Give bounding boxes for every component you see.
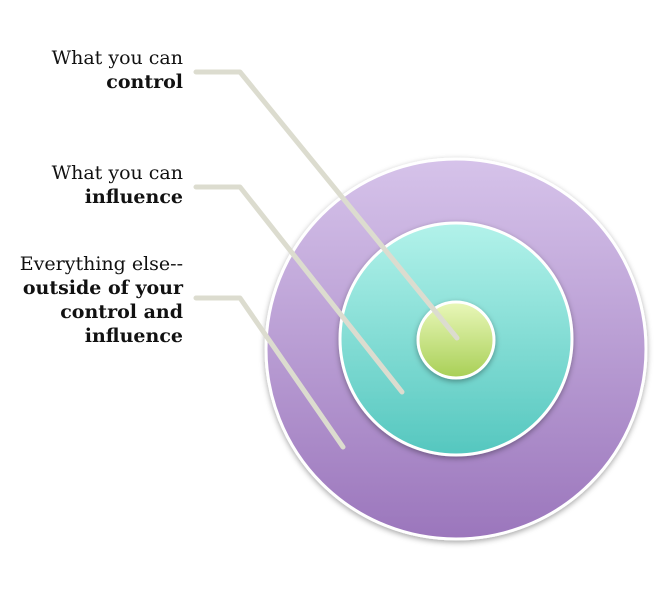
label-everything-else-line4: influence bbox=[84, 325, 183, 347]
label-influence: What you can influence bbox=[52, 161, 183, 209]
label-everything-else-line3: control and bbox=[60, 301, 183, 323]
label-control: What you can control bbox=[52, 46, 183, 94]
leader-line-control bbox=[193, 69, 460, 341]
label-control-line2: control bbox=[106, 71, 183, 93]
label-everything-else: Everything else-- outside of your contro… bbox=[20, 252, 183, 348]
label-everything-else-line1: Everything else-- bbox=[19, 253, 183, 275]
label-everything-else-line2: outside of your bbox=[22, 277, 183, 299]
label-influence-line2: influence bbox=[84, 186, 183, 208]
leader-line-influence bbox=[193, 184, 405, 395]
leader-line-everything-else bbox=[193, 295, 346, 450]
label-control-line1: What you can bbox=[51, 47, 183, 69]
leader-lines bbox=[193, 69, 460, 450]
label-influence-line1: What you can bbox=[51, 162, 183, 184]
